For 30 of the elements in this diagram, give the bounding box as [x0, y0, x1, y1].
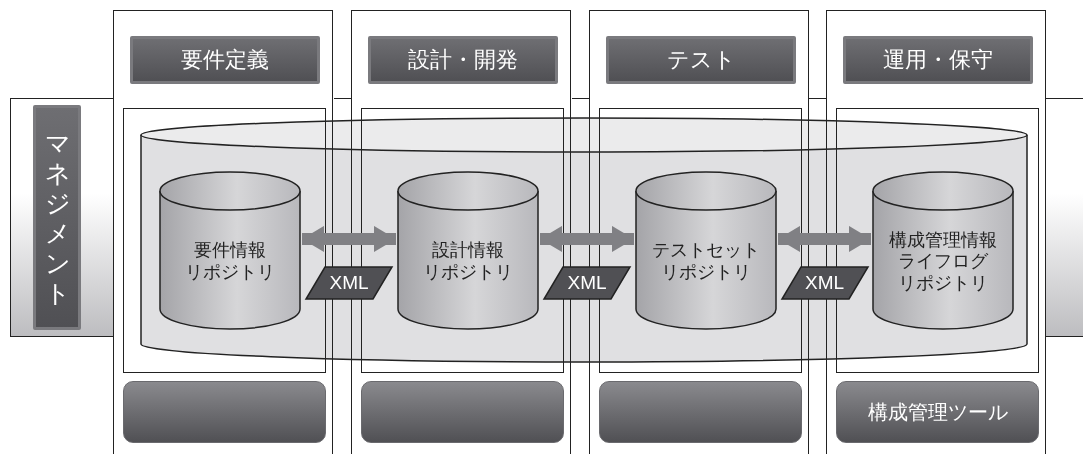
management-label-text: マネジメント — [44, 127, 70, 308]
repository-cylinder — [397, 171, 539, 329]
phase-header — [843, 36, 1033, 84]
tool-box — [123, 381, 326, 443]
phase-header — [130, 36, 320, 84]
phase-title: テスト — [666, 46, 736, 74]
repository-name: 要件情報リポジトリ — [185, 240, 275, 284]
tool-name: 構成管理ツール — [867, 399, 1008, 425]
edge-label: XML — [780, 265, 869, 300]
repository-cylinder — [635, 171, 777, 329]
double-arrow — [540, 225, 634, 252]
edge-label: XML — [305, 265, 393, 300]
repository-name: 設計情報リポジトリ — [423, 240, 513, 284]
repository-name: 構成管理情報ライフログリポジトリ — [889, 229, 997, 295]
tool-box — [361, 381, 564, 443]
management-label — [33, 105, 81, 330]
phase-header — [606, 36, 796, 84]
double-arrow — [778, 225, 871, 252]
tool-box — [599, 381, 802, 443]
phase-title: 運用・保守 — [883, 46, 993, 74]
repository-cylinder — [872, 171, 1014, 329]
tool-box — [836, 381, 1039, 443]
phase-header — [368, 36, 558, 84]
phase-title: 設計・開発 — [408, 46, 518, 74]
double-arrow — [302, 225, 396, 252]
frame-box — [123, 108, 326, 373]
phase-title: 要件定義 — [181, 46, 269, 74]
edge-label: XML — [543, 265, 631, 300]
repository-cylinder — [159, 171, 301, 329]
repository-name: テストセットリポジトリ — [652, 240, 760, 284]
